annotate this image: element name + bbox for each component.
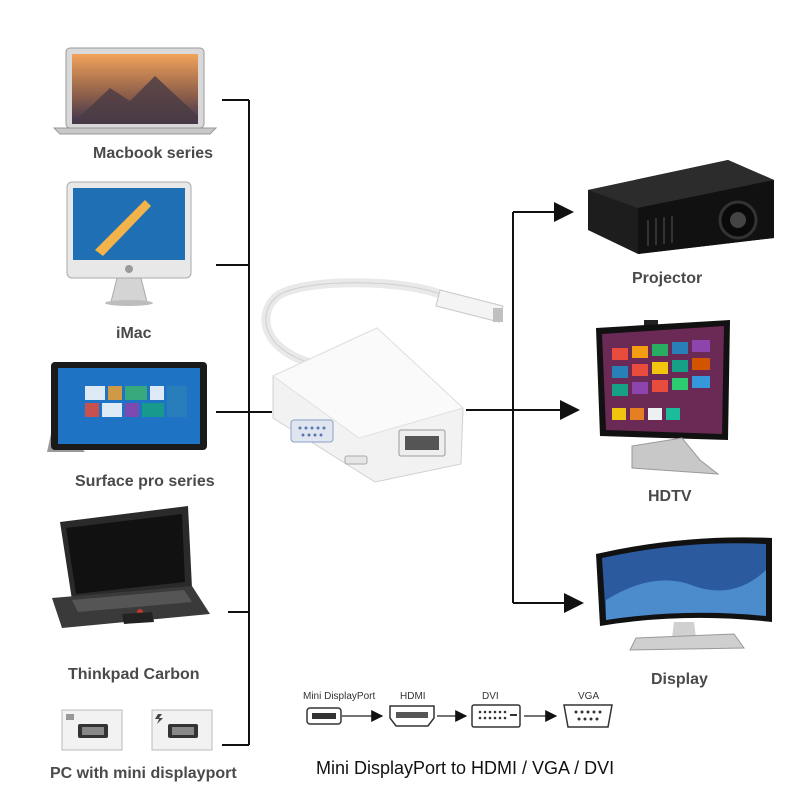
source-label-surface: Surface pro series [75, 473, 215, 490]
surface-icon [47, 362, 207, 452]
product-caption: Mini DisplayPort to HDMI / VGA / DVI [316, 758, 615, 778]
source-label-imac: iMac [116, 325, 152, 342]
source-label-macbook: Macbook series [93, 145, 214, 162]
macbook-icon [52, 47, 218, 135]
port-label-hdmi: HDMI [400, 691, 426, 702]
adapter-icon [261, 278, 504, 483]
display-icon [596, 537, 772, 651]
port-label-vga: VGA [578, 691, 600, 702]
port-label-mini-dp: Mini DisplayPort [303, 691, 376, 702]
target-label-hdtv: HDTV [648, 488, 692, 505]
source-label-pc: PC with mini displayport [50, 765, 237, 782]
dvi-port-icon [471, 704, 521, 728]
thinkpad-icon [52, 506, 210, 628]
hdmi-port-icon [389, 705, 435, 727]
target-label-projector: Projector [632, 270, 703, 287]
mini-displayport-icon [61, 709, 213, 751]
projector-icon [588, 160, 774, 254]
target-label-display: Display [651, 671, 708, 688]
port-label-dvi: DVI [482, 691, 499, 702]
imac-icon [66, 181, 192, 306]
hdtv-icon [596, 320, 730, 475]
source-label-thinkpad: Thinkpad Carbon [68, 666, 200, 683]
vga-port-icon [563, 704, 613, 728]
mini-dp-port-icon [306, 707, 342, 725]
